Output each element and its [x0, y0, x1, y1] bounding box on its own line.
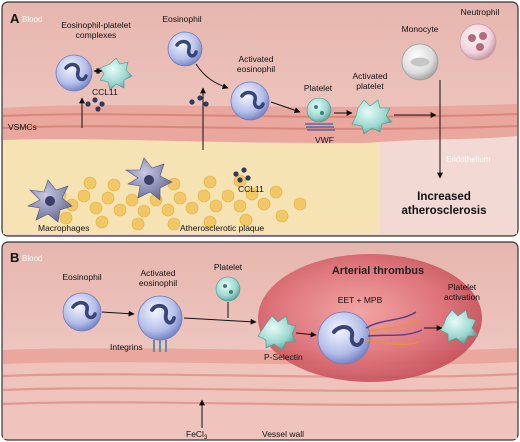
platelet-cell [306, 97, 332, 123]
panel-a-region-label: Blood [22, 15, 42, 24]
activated-eosinophil-cell [137, 295, 183, 341]
panel-a-plaque-area [3, 139, 380, 234]
label-ccl11-right: CCL11 [238, 184, 264, 194]
label-vwf: VWF [315, 135, 334, 145]
label-complexes-line2: complexes [76, 30, 117, 40]
activated-eosinophil-cell [230, 81, 270, 121]
eet-mpb-threads [365, 311, 423, 346]
label-outcome-line1: Increased [417, 191, 471, 203]
panel-b: B Blood Eosinophil Activated eosinophil … [1, 241, 519, 441]
eosinophil-cell [55, 54, 93, 92]
label-activated-eosinophil-line1: Activated [239, 54, 274, 64]
label-platelet-activation-line1: Platelet [448, 282, 477, 292]
activated-platelet-cell [439, 309, 479, 345]
label-complexes-line1: Eosinophil-platelet [61, 20, 131, 30]
arrow-p-selectin-binding [295, 331, 317, 338]
activated-platelet-cell [351, 99, 393, 135]
label-platelet: Platelet [304, 83, 333, 93]
neutrophil-cell [459, 23, 497, 61]
label-integrins: Integrins [110, 342, 143, 352]
platelet-cell [215, 276, 241, 302]
arrow-to-thrombus [183, 317, 257, 325]
ccl11-dots [85, 95, 251, 183]
eosinophil-cell [62, 292, 102, 332]
label-activated-platelet-line1: Activated [353, 71, 388, 81]
label-activated-platelet-line2: platelet [356, 81, 384, 91]
arrow-to-platelet [270, 101, 301, 114]
arterial-thrombus [258, 254, 482, 382]
label-platelet-activation-line2: activation [444, 292, 480, 302]
macrophage [27, 179, 73, 223]
label-eosinophil: Eosinophil [162, 14, 201, 24]
label-activated-eosinophil-b-line2: eosinophil [139, 278, 177, 288]
activated-platelet-cell [257, 315, 297, 351]
panel-a-wall-line [2, 125, 518, 130]
label-activated-eosinophil-b-line1: Activated [141, 268, 176, 278]
panel-b-region-label: Blood [22, 254, 42, 263]
platelet-cell [99, 57, 133, 91]
panel-b-letter: B [10, 250, 19, 265]
label-outcome-line2: atherosclerosis [401, 205, 486, 217]
integrins [153, 340, 167, 352]
label-arterial-thrombus: Arterial thrombus [332, 265, 424, 277]
label-vessel-wall: Vessel wall [262, 429, 304, 439]
label-neutrophil: Neutrophil [461, 7, 500, 17]
macrophage [125, 157, 173, 201]
panel-a-intima [380, 136, 517, 234]
label-fecl3: FeCl3 [186, 429, 208, 441]
eosinophil-cell [167, 31, 203, 67]
label-platelet-b: Platelet [214, 262, 243, 272]
panel-a-wall-line [2, 113, 518, 118]
panel-b-wall-layers [2, 372, 518, 406]
panel-a-letter: A [10, 11, 20, 26]
label-eosinophil-b: Eosinophil [62, 272, 101, 282]
label-atherosclerotic-plaque: Atherosclerotic plaque [180, 223, 264, 233]
label-macrophages: Macrophages [38, 223, 90, 233]
label-vsmcs: VSMCs [8, 122, 37, 132]
label-endothelium: Endothelium [446, 155, 491, 164]
eosinophil-in-thrombus [317, 311, 371, 365]
panel-a: A Blood Eosinophil-platelet complexes Eo… [1, 1, 519, 237]
label-fecl3-main: FeCl [186, 429, 204, 439]
vwf-fibers [305, 123, 335, 131]
panel-a-lipid-droplets [53, 174, 307, 231]
label-ccl11-left: CCL11 [92, 87, 118, 97]
arrow-eosinophil-activation [101, 310, 135, 317]
label-activated-eosinophil-line2: eosinophil [237, 64, 275, 74]
label-monocyte: Monocyte [402, 24, 439, 34]
label-p-selectin: P-Selectin [264, 352, 303, 362]
label-eet-mpb: EET + MPB [338, 295, 383, 305]
arrow-eosinophil-activation [195, 63, 229, 90]
monocyte-cell [401, 43, 439, 81]
label-fecl3-subscript: 3 [204, 435, 208, 441]
